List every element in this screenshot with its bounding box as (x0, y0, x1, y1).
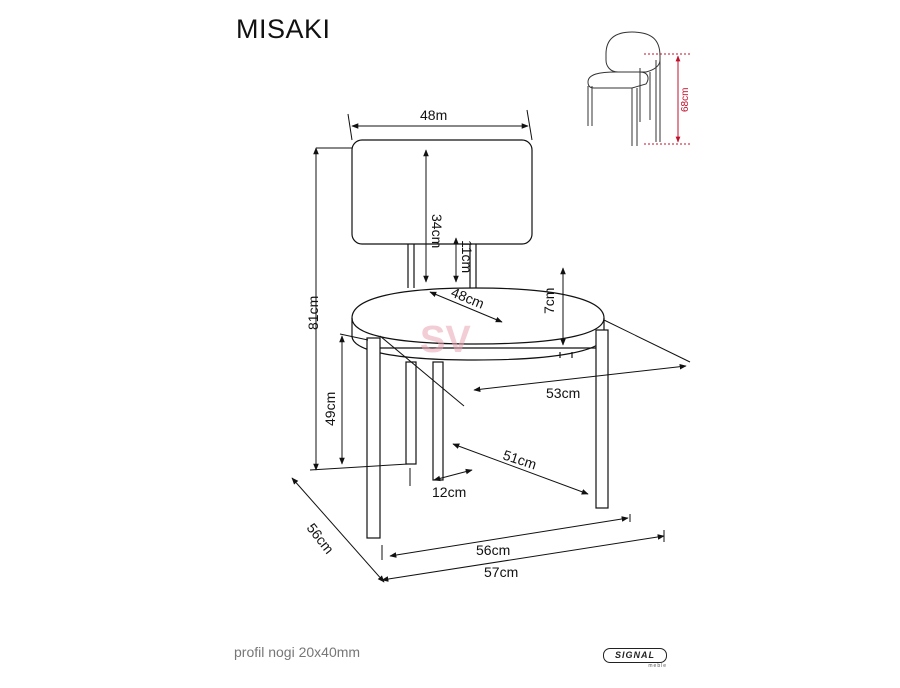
leg-front-right (595, 329, 609, 509)
label-total-height: 81cm (305, 296, 321, 330)
backrest (351, 139, 533, 245)
label-seat-height: 49cm (322, 392, 338, 426)
logo-frame (603, 648, 667, 663)
side-view-thumbnail (587, 31, 690, 146)
label-seat-thickness: 7cm (541, 288, 557, 314)
label-total-width: 57cm (484, 564, 518, 580)
leg-front-left (366, 337, 381, 539)
chair-outline (351, 139, 609, 539)
logo-name: SIGNAL (614, 650, 655, 660)
leg-back-left (405, 361, 417, 465)
label-side-depth: 56cm (304, 520, 338, 557)
logo-sub: meble (648, 663, 667, 669)
label-back-gap: 11cm (459, 240, 475, 273)
brand-logo: SIGNAL meble (603, 648, 669, 669)
leg-profile-note: profil nogi 20x40mm (234, 644, 361, 660)
dimension-lines (291, 109, 691, 583)
label-armrest-height: 68cm (680, 88, 691, 112)
label-seat-depth: 53cm (546, 385, 580, 401)
label-back-width: 48m (420, 107, 447, 123)
label-front-width: 56cm (476, 542, 510, 558)
watermark: SV (420, 319, 471, 361)
leg-back-right (432, 361, 444, 481)
label-back-height: 34cm (429, 214, 445, 248)
watermark-text: SV (420, 319, 471, 361)
product-title: MISAKI (236, 14, 331, 44)
label-leg-offset: 12cm (432, 484, 466, 500)
